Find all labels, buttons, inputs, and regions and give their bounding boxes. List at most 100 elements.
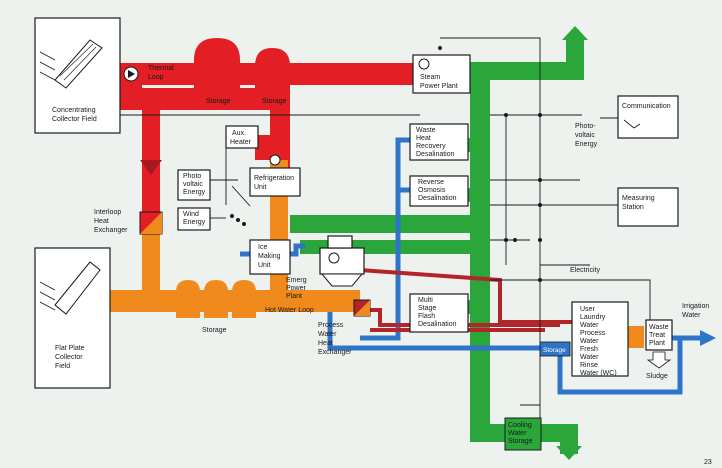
user-label-1: User (580, 306, 595, 313)
steam-power-plant-label-1: Steam (420, 74, 440, 81)
wind-energy-label-2: Energy (183, 219, 206, 226)
msf-label-4: Desalination (418, 321, 457, 328)
flat-plate-label-1: Flat Plate (55, 345, 85, 352)
flat-plate-label-3: Field (55, 363, 70, 370)
refrigeration-label-2: Unit (254, 184, 267, 191)
refrigeration-pump-icon (269, 154, 281, 166)
irrigation-label-2: Water (682, 312, 701, 319)
wind-energy-label-1: Wind (183, 211, 199, 218)
process-hx-label-2: Water (318, 331, 337, 338)
thermal-storage-tank-2 (255, 48, 290, 108)
emerg-turbine-icon (328, 252, 340, 264)
reverse-osmosis-label-1: Reverse (418, 179, 444, 186)
pv-right-label-1: Photo- (575, 123, 596, 130)
pv-right-label-2: voltaic (575, 132, 595, 139)
blue-storage-tank: Storage (539, 341, 571, 357)
pv-right-label-3: Energy (575, 141, 598, 148)
user-label-5: Water (580, 338, 599, 345)
page-number: 23 (704, 459, 712, 466)
ice-making-label-3: Unit (258, 262, 271, 269)
measuring-station: Measuring Station (617, 187, 679, 227)
interloop-label-2: Heat (94, 218, 109, 225)
emerg-label-3: Plant (286, 293, 302, 300)
irrigation-arrow (700, 330, 716, 346)
pv-left-label-2: voltaic (183, 181, 203, 188)
waste-treat-label-2: Treat (649, 332, 665, 339)
ice-making-label-1: Ice (258, 244, 267, 251)
reverse-osmosis-label-2: Osmosis (418, 187, 446, 194)
waste-heat-label-4: Desalination (416, 151, 455, 158)
emergency-power-plant: Emerg Power Plant (286, 235, 365, 300)
msf-label-1: Multi (418, 297, 433, 304)
waste-treat-plant: Waste Treat Plant (645, 319, 673, 351)
msf-label-2: Stage (418, 305, 436, 312)
cooling-storage-label-3: Storage (508, 438, 533, 445)
interloop-label-3: Exchanger (94, 227, 128, 234)
sludge-arrow-icon (646, 351, 672, 369)
user-label-8: Rinse (580, 362, 598, 369)
thermal-storage-tank-1 (194, 38, 240, 108)
process-hx-label-4: Exchanger (318, 349, 352, 356)
interloop-heat-exchanger: Interloop Heat Exchanger (94, 209, 163, 235)
blue-storage-label: Storage (543, 347, 566, 354)
emerg-label-1: Emerg (286, 277, 307, 284)
reverse-osmosis-desalination: Reverse Osmosis Desalination (409, 175, 469, 207)
thermal-loop-label-2: Loop (148, 74, 164, 81)
process-water-heat-exchanger: Process Water Heat Exchanger (318, 299, 371, 356)
measuring-station-label-1: Measuring (622, 195, 655, 202)
flat-plate-collector-icon (54, 261, 101, 315)
waste-heat-label-3: Recovery (416, 143, 446, 150)
irrigation-label-1: Irrigation (682, 303, 709, 310)
user-label-9: Water (WC) (580, 370, 617, 377)
waste-treat-label-3: Plant (649, 340, 665, 347)
sludge-label: Sludge (646, 373, 668, 380)
measuring-station-label-2: Station (622, 204, 644, 211)
cooling-water-arrow-up (562, 26, 588, 40)
steam-power-plant-label-2: Power Plant (420, 83, 458, 90)
interloop-label-1: Interloop (94, 209, 121, 216)
photovoltaic-energy-right: Photo- voltaic Energy (575, 123, 598, 148)
communication: Communication (617, 95, 679, 139)
flat-plate-collector-field: Flat Plate Collector Field (34, 247, 111, 389)
concentrating-collector-icon (54, 39, 103, 89)
steam-power-plant: Steam Power Plant (412, 54, 471, 94)
cooling-water-storage: Cooling Water Storage (504, 417, 542, 451)
photovoltaic-energy-left: Photo voltaic Energy (177, 169, 211, 201)
hot-water-loop-label: Hot Water Loop (265, 307, 314, 314)
flat-plate-label-2: Collector (55, 354, 83, 361)
storage-1-label: Storage (206, 98, 231, 105)
process-water-pipes (240, 137, 700, 395)
concentrating-collector-field: Concentrating Collector Field (34, 17, 121, 134)
ice-making-label-2: Making (258, 253, 281, 260)
user-label-3: Water (580, 322, 599, 329)
storage-3-label: Storage (202, 327, 227, 334)
pv-left-label-3: Energy (183, 189, 206, 196)
user-label-7: Water (580, 354, 599, 361)
waste-heat-recovery-desalination: Waste Heat Recovery Desalination (409, 123, 469, 161)
waste-heat-label-1: Waste (416, 127, 436, 134)
waste-heat-label-2: Heat (416, 135, 431, 142)
communication-label: Communication (622, 103, 671, 110)
aux-heater-label-2: Heater (230, 139, 252, 146)
user-label-2: Laundry (580, 314, 606, 321)
user-box: User Laundry Water Process Water Fresh W… (571, 301, 629, 377)
process-hx-label-1: Process (318, 322, 344, 329)
wind-energy: Wind Energy (177, 207, 211, 231)
hot-water-storage-tank-3 (232, 280, 256, 318)
reverse-osmosis-label-3: Desalination (418, 195, 457, 202)
pump-arrow-icon (128, 70, 135, 78)
hot-water-to-user-pipe (628, 326, 644, 348)
process-hx-label-3: Heat (318, 340, 333, 347)
refrigeration-unit: Refrigeration Unit (249, 154, 301, 197)
electricity-label: Electricity (570, 267, 600, 274)
turbine-icon (418, 58, 430, 70)
cooling-water-arrow-down (556, 446, 582, 460)
junction-dots (230, 46, 542, 282)
user-label-4: Process (580, 330, 606, 337)
communication-icon (623, 119, 641, 129)
thermal-loop-arrow-down (140, 160, 162, 175)
storage-2-label: Storage (262, 98, 287, 105)
cooling-storage-label-1: Cooling (508, 422, 532, 429)
cooling-storage-label-2: Water (508, 430, 527, 437)
